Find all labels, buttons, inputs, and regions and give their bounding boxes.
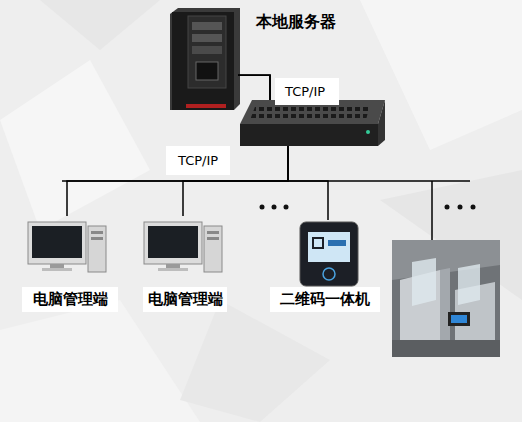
monitor-frame bbox=[28, 222, 86, 264]
server-side bbox=[170, 8, 240, 110]
monitor-frame bbox=[144, 222, 202, 264]
node-label: 电脑管理端 bbox=[22, 287, 118, 312]
qr-terminal-screen bbox=[308, 232, 350, 262]
server-display bbox=[196, 62, 218, 80]
monitor-screen bbox=[148, 226, 198, 258]
monitor-base bbox=[158, 268, 188, 271]
server-bay bbox=[192, 46, 222, 54]
ellipsis-dot bbox=[445, 205, 450, 210]
pc-drive bbox=[91, 231, 103, 234]
photo-floor bbox=[392, 340, 500, 357]
background-facet bbox=[180, 300, 330, 422]
qr-terminal-body bbox=[300, 222, 358, 286]
turnstile-reader bbox=[448, 312, 470, 326]
client-node: 电脑管理端 bbox=[20, 216, 120, 312]
protocol-label: TCP/IP bbox=[275, 78, 339, 105]
turnstile-photo bbox=[392, 240, 500, 357]
background-facet bbox=[360, 0, 522, 150]
qr-terminal-button bbox=[323, 268, 335, 280]
network-drop bbox=[431, 181, 433, 240]
monitor-base bbox=[42, 268, 72, 271]
switch-led bbox=[366, 130, 370, 134]
background-facet bbox=[0, 60, 150, 230]
node-label: 电脑管理端 bbox=[143, 287, 227, 312]
server-body bbox=[172, 12, 234, 110]
glass-wing bbox=[412, 258, 436, 306]
background-facet bbox=[40, 0, 160, 50]
ellipsis-dot bbox=[471, 205, 476, 210]
qr-code-icon bbox=[314, 239, 322, 247]
server-node: 本地服务器 bbox=[168, 8, 238, 110]
pc-tower bbox=[88, 226, 106, 272]
switch-side bbox=[378, 100, 385, 146]
background-facet bbox=[0, 300, 200, 422]
switch-front bbox=[240, 124, 378, 146]
ellipsis-dot bbox=[284, 205, 289, 210]
ellipsis-dot bbox=[272, 205, 277, 210]
protocol-label: TCP/IP bbox=[166, 146, 230, 175]
glass-wing bbox=[458, 264, 480, 305]
server-bay bbox=[192, 34, 222, 42]
ellipsis-dot bbox=[260, 205, 265, 210]
reader-screen bbox=[451, 315, 467, 323]
pc-drive bbox=[207, 237, 219, 240]
pc-drive bbox=[207, 231, 219, 234]
monitor-stand bbox=[50, 264, 64, 268]
server-accent bbox=[186, 104, 226, 108]
switch-ports bbox=[250, 104, 370, 120]
monitor-stand bbox=[166, 264, 180, 268]
node-label: 本地服务器 bbox=[254, 12, 338, 33]
qr-code-icon bbox=[312, 237, 324, 249]
monitor-screen bbox=[32, 226, 82, 258]
pc-tower bbox=[204, 226, 222, 272]
server-bay bbox=[192, 22, 222, 30]
ellipsis-dot bbox=[458, 205, 463, 210]
screen-logo bbox=[328, 240, 346, 246]
client-node: 电脑管理端 bbox=[140, 216, 228, 312]
node-label: 二维码一体机 bbox=[270, 287, 380, 312]
terminal-node: 二维码一体机 bbox=[268, 220, 382, 312]
pc-drive bbox=[91, 237, 103, 240]
server-panel bbox=[188, 16, 226, 88]
